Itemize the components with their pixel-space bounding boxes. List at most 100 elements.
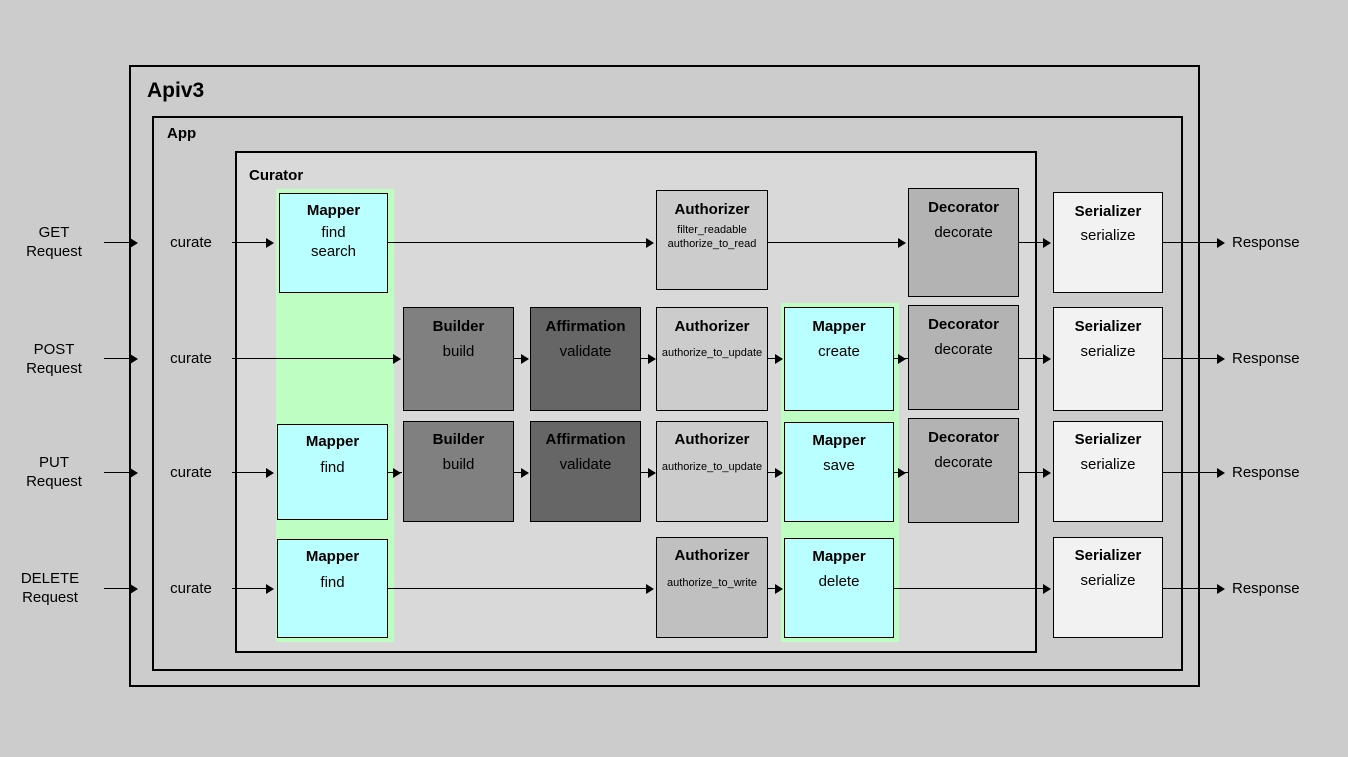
node-post-builder[interactable]: Builder build bbox=[403, 307, 514, 411]
arrowhead-post-serializer bbox=[1043, 354, 1051, 364]
response-label-delete: Response bbox=[1232, 580, 1300, 597]
node-put-decorator[interactable]: Decorator decorate bbox=[908, 418, 1019, 523]
node-post-serializer-title: Serializer bbox=[1074, 318, 1142, 335]
arrowhead-get-authorizer bbox=[646, 238, 654, 248]
node-post-mapper[interactable]: Mapper create bbox=[784, 307, 894, 411]
request-label-put: PUT Request bbox=[26, 454, 82, 490]
edge-put-decorator-to-serializer bbox=[1019, 472, 1045, 474]
node-post-builder-sub: build bbox=[442, 343, 475, 360]
edge-put-curate-to-mapper bbox=[232, 472, 268, 474]
arrowhead-post-authorizer bbox=[648, 354, 656, 364]
node-post-builder-title: Builder bbox=[432, 318, 485, 335]
node-delete-mapper-find[interactable]: Mapper find bbox=[277, 539, 388, 638]
node-get-serializer-title: Serializer bbox=[1074, 203, 1142, 220]
node-put-serializer[interactable]: Serializer serialize bbox=[1053, 421, 1163, 522]
node-get-mapper[interactable]: Mapper find search bbox=[279, 193, 388, 293]
node-put-decorator-sub: decorate bbox=[934, 454, 993, 471]
node-delete-mapper-find-sub: find bbox=[320, 574, 345, 591]
edge-get-request-to-boundary bbox=[104, 242, 132, 244]
node-post-authorizer-sub: authorize_to_update bbox=[661, 347, 763, 359]
arrowhead-get-request bbox=[130, 238, 138, 248]
node-get-mapper-sub: find search bbox=[310, 224, 357, 260]
node-get-decorator-title: Decorator bbox=[928, 199, 999, 216]
node-post-affirmation-title: Affirmation bbox=[545, 318, 626, 335]
edge-delete-request-to-boundary bbox=[104, 588, 132, 590]
edge-delete-mapper-to-serializer bbox=[894, 588, 1045, 590]
response-label-post: Response bbox=[1232, 350, 1300, 367]
node-get-decorator[interactable]: Decorator decorate bbox=[908, 188, 1019, 297]
node-post-serializer[interactable]: Serializer serialize bbox=[1053, 307, 1163, 411]
node-post-decorator[interactable]: Decorator decorate bbox=[908, 305, 1019, 410]
request-label-post: POST Request bbox=[26, 341, 82, 377]
arrowhead-put-mapper-find bbox=[266, 468, 274, 478]
node-put-authorizer[interactable]: Authorizer authorize_to_update bbox=[656, 421, 768, 522]
node-get-authorizer-title: Authorizer bbox=[674, 201, 750, 218]
node-delete-authorizer[interactable]: Authorizer authorize_to_write bbox=[656, 537, 768, 638]
node-get-mapper-title: Mapper bbox=[306, 202, 361, 219]
node-put-mapper-find[interactable]: Mapper find bbox=[277, 424, 388, 520]
node-post-decorator-sub: decorate bbox=[934, 341, 993, 358]
node-put-serializer-title: Serializer bbox=[1074, 431, 1142, 448]
arrowhead-delete-mapper-find bbox=[266, 584, 274, 594]
node-put-authorizer-title: Authorizer bbox=[674, 431, 750, 448]
node-post-affirmation[interactable]: Affirmation validate bbox=[530, 307, 641, 411]
node-post-authorizer[interactable]: Authorizer authorize_to_update bbox=[656, 307, 768, 411]
edge-put-serializer-to-response bbox=[1163, 472, 1219, 474]
arrowhead-post-mapper bbox=[775, 354, 783, 364]
edge-get-serializer-to-response bbox=[1163, 242, 1219, 244]
arrowhead-delete-authorizer bbox=[646, 584, 654, 594]
response-label-get: Response bbox=[1232, 234, 1300, 251]
node-delete-serializer[interactable]: Serializer serialize bbox=[1053, 537, 1163, 638]
arrowhead-delete-mapper-delete bbox=[775, 584, 783, 594]
node-post-mapper-sub: create bbox=[818, 343, 860, 360]
curate-label-delete: curate bbox=[170, 580, 212, 597]
node-post-decorator-title: Decorator bbox=[928, 316, 999, 333]
node-put-authorizer-sub: authorize_to_update bbox=[661, 461, 763, 473]
response-label-put: Response bbox=[1232, 464, 1300, 481]
node-get-serializer[interactable]: Serializer serialize bbox=[1053, 192, 1163, 293]
node-put-serializer-sub: serialize bbox=[1080, 456, 1136, 473]
arrowhead-put-mapper-save bbox=[775, 468, 783, 478]
arrowhead-post-response bbox=[1217, 354, 1225, 364]
request-label-get: GET Request bbox=[26, 224, 82, 260]
node-delete-serializer-title: Serializer bbox=[1074, 547, 1142, 564]
arrowhead-put-response bbox=[1217, 468, 1225, 478]
curate-label-put: curate bbox=[170, 464, 212, 481]
node-put-affirmation-sub: validate bbox=[559, 456, 612, 473]
edge-delete-curate-to-mapper bbox=[232, 588, 268, 590]
arrowhead-post-decorator bbox=[898, 354, 906, 364]
edge-get-curate-to-mapper bbox=[232, 242, 268, 244]
arrowhead-put-decorator bbox=[898, 468, 906, 478]
edge-post-decorator-to-serializer bbox=[1019, 358, 1045, 360]
arrowhead-get-curate bbox=[266, 238, 274, 248]
node-get-serializer-sub: serialize bbox=[1080, 227, 1136, 244]
arrowhead-put-request bbox=[130, 468, 138, 478]
arrowhead-delete-response bbox=[1217, 584, 1225, 594]
node-delete-serializer-sub: serialize bbox=[1080, 572, 1136, 589]
arrowhead-delete-serializer bbox=[1043, 584, 1051, 594]
arrowhead-delete-request bbox=[130, 584, 138, 594]
node-put-affirmation-title: Affirmation bbox=[545, 431, 626, 448]
arrowhead-put-builder bbox=[393, 468, 401, 478]
arrowhead-put-serializer bbox=[1043, 468, 1051, 478]
node-put-affirmation[interactable]: Affirmation validate bbox=[530, 421, 641, 522]
node-delete-authorizer-title: Authorizer bbox=[674, 547, 750, 564]
arrowhead-get-serializer bbox=[1043, 238, 1051, 248]
arrowhead-post-affirmation bbox=[521, 354, 529, 364]
node-put-builder[interactable]: Builder build bbox=[403, 421, 514, 522]
node-get-authorizer[interactable]: Authorizer filter_readable authorize_to_… bbox=[656, 190, 768, 290]
edge-get-mapper-to-authorizer bbox=[388, 242, 648, 244]
edge-post-request-to-boundary bbox=[104, 358, 132, 360]
edge-post-curate-to-builder bbox=[232, 358, 395, 360]
node-put-mapper-save[interactable]: Mapper save bbox=[784, 422, 894, 522]
node-post-serializer-sub: serialize bbox=[1080, 343, 1136, 360]
node-delete-authorizer-sub: authorize_to_write bbox=[667, 577, 757, 589]
node-put-mapper-save-title: Mapper bbox=[812, 432, 866, 449]
node-delete-mapper-delete-title: Mapper bbox=[812, 548, 866, 565]
node-delete-mapper-delete[interactable]: Mapper delete bbox=[784, 538, 894, 638]
arrowhead-get-decorator bbox=[898, 238, 906, 248]
edge-post-serializer-to-response bbox=[1163, 358, 1219, 360]
edge-put-request-to-boundary bbox=[104, 472, 132, 474]
container-curator-label: Curator bbox=[249, 167, 304, 184]
node-put-decorator-title: Decorator bbox=[928, 429, 999, 446]
